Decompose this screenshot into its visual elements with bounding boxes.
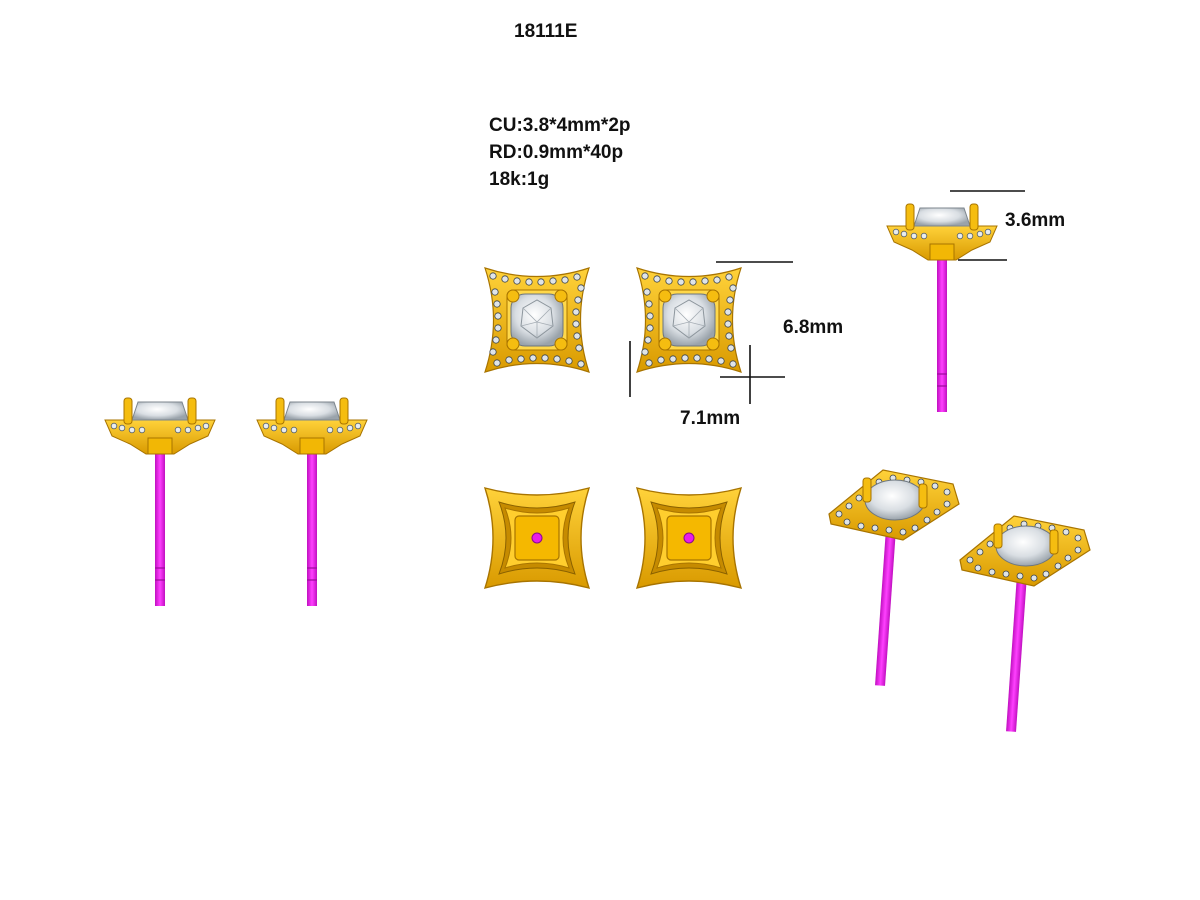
center-stone-spec: CU:3.8*4mm*2p — [489, 115, 631, 136]
back-view-left-earring — [484, 487, 590, 589]
metal-spec: 18k:1g — [489, 169, 550, 190]
model-number: 18111E — [514, 21, 578, 42]
height-dimension-label: 3.6mm — [1005, 210, 1066, 231]
back-view-right-earring — [636, 487, 742, 589]
angled-view-back-earring — [828, 469, 960, 687]
length-dimension-label: 6.8mm — [783, 317, 844, 338]
angled-view-front-earring — [959, 515, 1091, 733]
width-dimension-lines — [629, 341, 751, 404]
length-dimension-lines — [716, 261, 793, 378]
side-stone-spec: RD:0.9mm*40p — [489, 142, 624, 163]
top-view-right-earring — [636, 267, 742, 373]
top-view-left-earring — [484, 267, 590, 373]
width-dimension-label: 7.1mm — [680, 408, 741, 429]
height-dimension-lines — [950, 190, 1025, 261]
side-view-dimensioned-earring — [886, 203, 998, 413]
side-view-right-earring — [256, 397, 368, 607]
side-view-left-earring — [104, 397, 216, 607]
